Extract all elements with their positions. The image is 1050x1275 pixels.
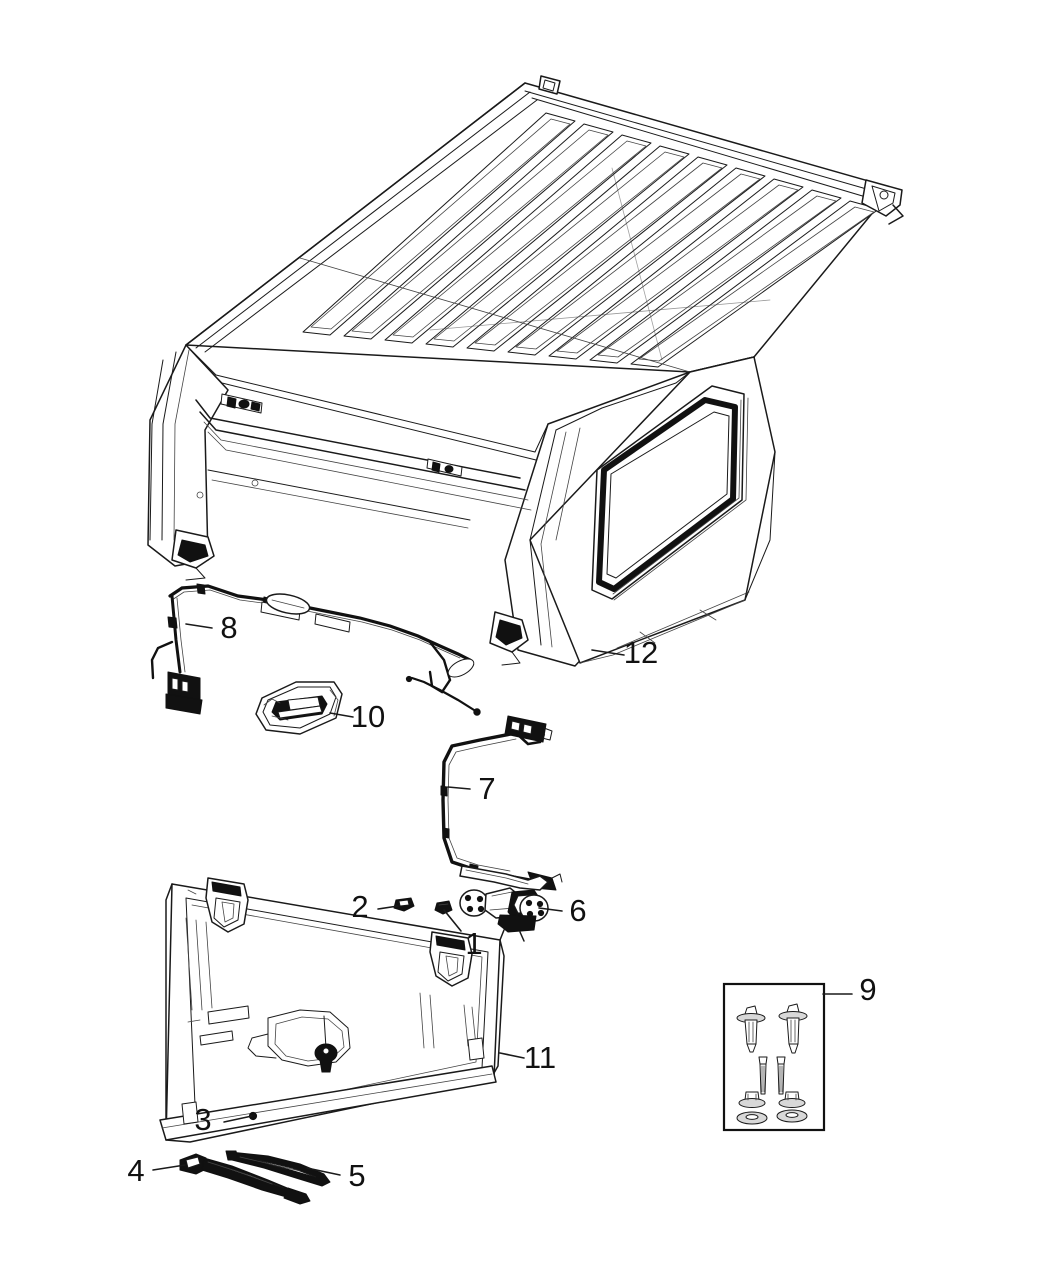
liftgate-glass: [159, 877, 505, 1143]
callout-label-11: 11: [524, 1040, 556, 1075]
callout-leader-6: [538, 907, 563, 912]
grommet-seal: [434, 900, 453, 915]
callout-11: 11: [499, 1040, 556, 1075]
callout-leader-2: [377, 905, 399, 910]
callout-4: 4: [127, 1153, 186, 1188]
liftgate-hinge-right: [429, 931, 473, 987]
chmsl-lamp: [255, 681, 343, 735]
wiper-pivot-hub: [314, 1043, 338, 1073]
washer-left: [736, 1111, 768, 1125]
liftgate-wiring-harness: [440, 715, 563, 891]
callout-12: 12: [591, 635, 658, 670]
washer-right: [776, 1109, 808, 1123]
callout-label-1: 1: [465, 926, 482, 961]
liftgate-harness-connector-upper: [504, 715, 553, 743]
callout-8: 8: [185, 610, 238, 645]
callout-6: 6: [538, 893, 587, 928]
callout-3: 3: [194, 1102, 253, 1137]
rear-wiper-blade: [225, 1150, 331, 1187]
callout-label-8: 8: [220, 610, 237, 645]
pin-screw-right: [776, 1056, 786, 1095]
callout-leader-10: [329, 712, 354, 718]
hardtop-latch-detail-2: [426, 458, 463, 477]
callout-label-10: 10: [351, 699, 385, 734]
callout-leader-5: [306, 1167, 341, 1176]
rear-wiper-arm: [179, 1153, 311, 1205]
flange-nut-right: [778, 1091, 806, 1108]
callout-label-9: 9: [859, 972, 876, 1007]
callout-label-5: 5: [348, 1158, 365, 1193]
hardware-kit-box: [722, 982, 826, 1132]
callout-leader-8: [185, 623, 213, 629]
callout-label-6: 6: [569, 893, 586, 928]
pin-screw-left: [758, 1056, 768, 1095]
door-opening-frame: [147, 344, 549, 666]
callout-5: 5: [306, 1158, 366, 1193]
hardtop-latch-detail: [220, 393, 263, 414]
callout-leader-7: [447, 786, 471, 790]
callout-label-3: 3: [194, 1102, 211, 1137]
callout-label-12: 12: [624, 635, 658, 670]
retainer-clip: [393, 897, 415, 912]
roof-rear-corner-bracket: [861, 179, 904, 225]
callout-label-4: 4: [127, 1153, 144, 1188]
callout-9: 9: [822, 972, 877, 1007]
hardware-kit: [722, 982, 826, 1132]
callout-leader-3: [223, 1115, 253, 1123]
roof-ribs: [302, 112, 880, 368]
callout-label-7: 7: [478, 771, 495, 806]
callout-leader-11: [499, 1052, 525, 1059]
flange-bolt-right: [778, 1003, 808, 1054]
callout-leader-12: [591, 649, 625, 656]
callout-label-2: 2: [351, 889, 368, 924]
quarter-window-glass: [591, 385, 749, 601]
hardtop-wiring-harness: [150, 583, 481, 716]
callout-7: 7: [447, 771, 496, 806]
harness-connector-block: [165, 671, 203, 715]
hardtop-assembly: [147, 75, 904, 667]
roof-front-bracket: [538, 75, 561, 95]
callout-leader-4: [152, 1164, 186, 1171]
callout-1: 1: [443, 909, 483, 961]
rear-wiper-motor: [459, 865, 549, 942]
flange-bolt-left: [736, 1005, 766, 1053]
liftgate-hinge-left: [205, 877, 249, 933]
flange-nut-left: [738, 1091, 766, 1108]
callout-10: 10: [329, 699, 385, 734]
callout-leader-1: [443, 909, 462, 932]
callout-2: 2: [351, 889, 399, 924]
